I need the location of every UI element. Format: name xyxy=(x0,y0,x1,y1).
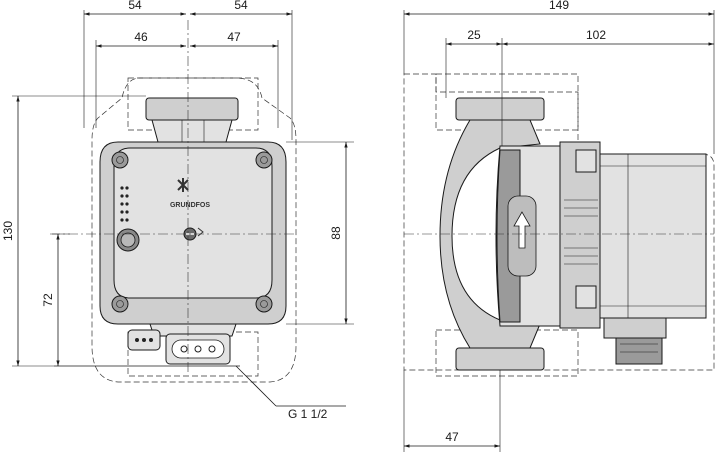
front-bolt-top-left xyxy=(111,151,129,169)
front-top-flange xyxy=(145,97,239,121)
dim-25: 25 xyxy=(467,28,481,42)
dim-47-bottom: 47 xyxy=(445,430,459,444)
front-bolt-bottom-right xyxy=(255,295,273,313)
dim-54-right: 54 xyxy=(234,0,248,12)
side-cable-plug xyxy=(603,317,667,365)
front-clearance-envelope xyxy=(91,77,297,383)
side-stator-can xyxy=(599,153,707,319)
dim-54-left: 54 xyxy=(128,0,142,12)
dim-130: 130 xyxy=(1,221,15,241)
indicator-led-column xyxy=(120,186,129,222)
power-connector xyxy=(165,333,231,365)
side-terminal-lower xyxy=(575,285,597,309)
thread-callout: G 1 1/2 xyxy=(288,407,328,421)
front-control-panel xyxy=(113,147,273,299)
front-bolt-bottom-left xyxy=(111,295,129,313)
logo-text: GRUNDFOS xyxy=(170,202,210,209)
side-view xyxy=(403,73,715,377)
side-terminal-upper xyxy=(575,149,597,173)
dim-46: 46 xyxy=(134,30,148,44)
side-bottom-dashed-box xyxy=(435,329,579,377)
side-bottom-flange xyxy=(455,347,545,371)
dimension-lines xyxy=(12,10,715,452)
dim-88: 88 xyxy=(329,226,343,240)
front-view: GRUNDFOS xyxy=(50,20,297,383)
thread-leader xyxy=(235,365,277,407)
dim-102: 102 xyxy=(586,28,606,42)
front-top-neck xyxy=(151,119,233,143)
dim-72: 72 xyxy=(41,293,55,307)
side-top-flange xyxy=(455,97,545,121)
dim-47-top: 47 xyxy=(227,30,241,44)
front-bolt-top-right xyxy=(255,151,273,169)
flow-arrow-icon xyxy=(513,211,531,249)
side-cooling-fins xyxy=(564,199,598,265)
dim-149: 149 xyxy=(549,0,569,12)
mode-button xyxy=(116,228,140,252)
grundfos-logo: GRUNDFOS xyxy=(170,178,210,209)
signal-connector xyxy=(127,329,161,351)
dimension-labels: 54 54 46 47 130 72 88 149 25 102 47 G 1 … xyxy=(1,0,606,444)
